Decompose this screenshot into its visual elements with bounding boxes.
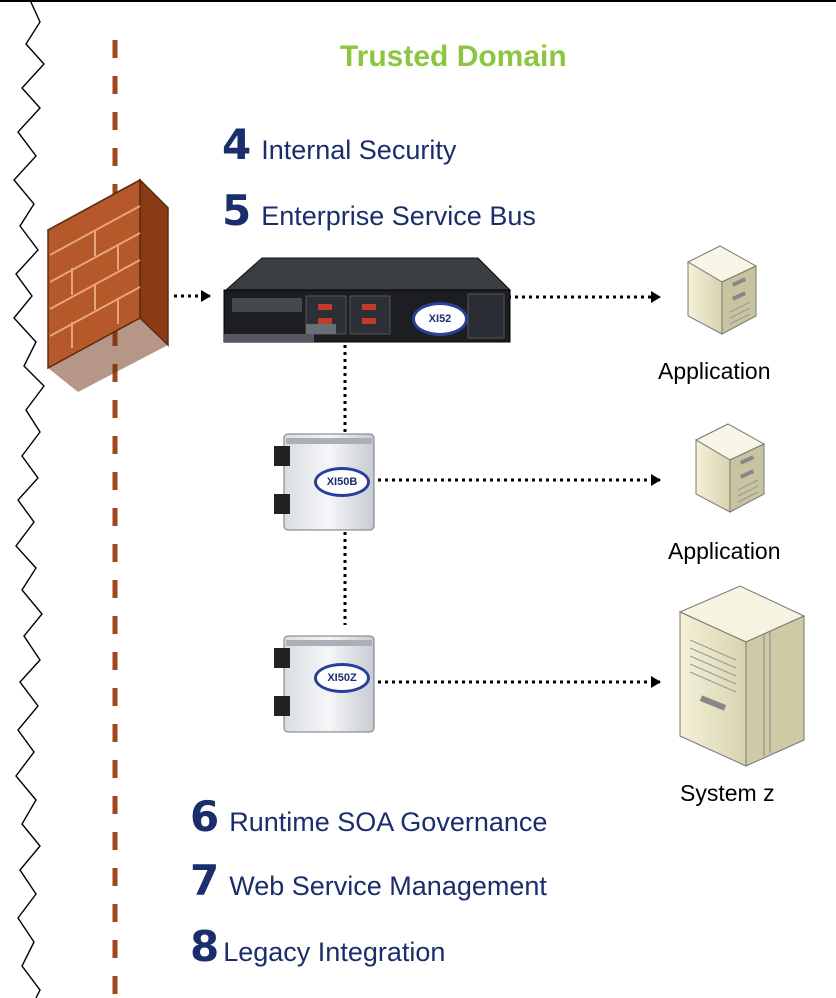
firewall-icon: [46, 178, 170, 392]
item-internal-security: 4 Internal Security: [222, 120, 456, 169]
item-legacy-integration: 8 Legacy Integration: [190, 922, 445, 971]
item-number: 5: [222, 186, 252, 235]
xi50b-badge: XI50B: [314, 467, 370, 497]
item-number: 4: [222, 120, 252, 169]
item-web-service-management: 7 Web Service Management: [190, 856, 547, 905]
item-label: Enterprise Service Bus: [261, 201, 536, 231]
item-number: 6: [190, 792, 220, 841]
application-server-icon-2: [694, 423, 766, 513]
xi50z-badge: XI50Z: [314, 663, 370, 693]
diagram-title: Trusted Domain: [340, 40, 567, 73]
mainframe-icon: [678, 585, 806, 767]
application-label-2: Application: [668, 538, 781, 564]
system-z-label: System z: [680, 780, 775, 806]
network-edge-line: [13, 0, 45, 998]
application-server-icon-1: [686, 245, 758, 335]
item-number: 8: [190, 922, 220, 971]
xi52-badge: XI52: [412, 302, 468, 336]
item-number: 7: [190, 856, 220, 905]
xi52-appliance-icon: [223, 257, 512, 343]
item-label: Web Service Management: [229, 871, 547, 901]
item-enterprise-service-bus: 5 Enterprise Service Bus: [222, 186, 536, 235]
application-label-1: Application: [658, 358, 771, 384]
item-label: Legacy Integration: [223, 937, 446, 967]
item-label: Internal Security: [261, 135, 457, 165]
item-runtime-soa-governance: 6 Runtime SOA Governance: [190, 792, 547, 841]
item-label: Runtime SOA Governance: [229, 807, 548, 837]
